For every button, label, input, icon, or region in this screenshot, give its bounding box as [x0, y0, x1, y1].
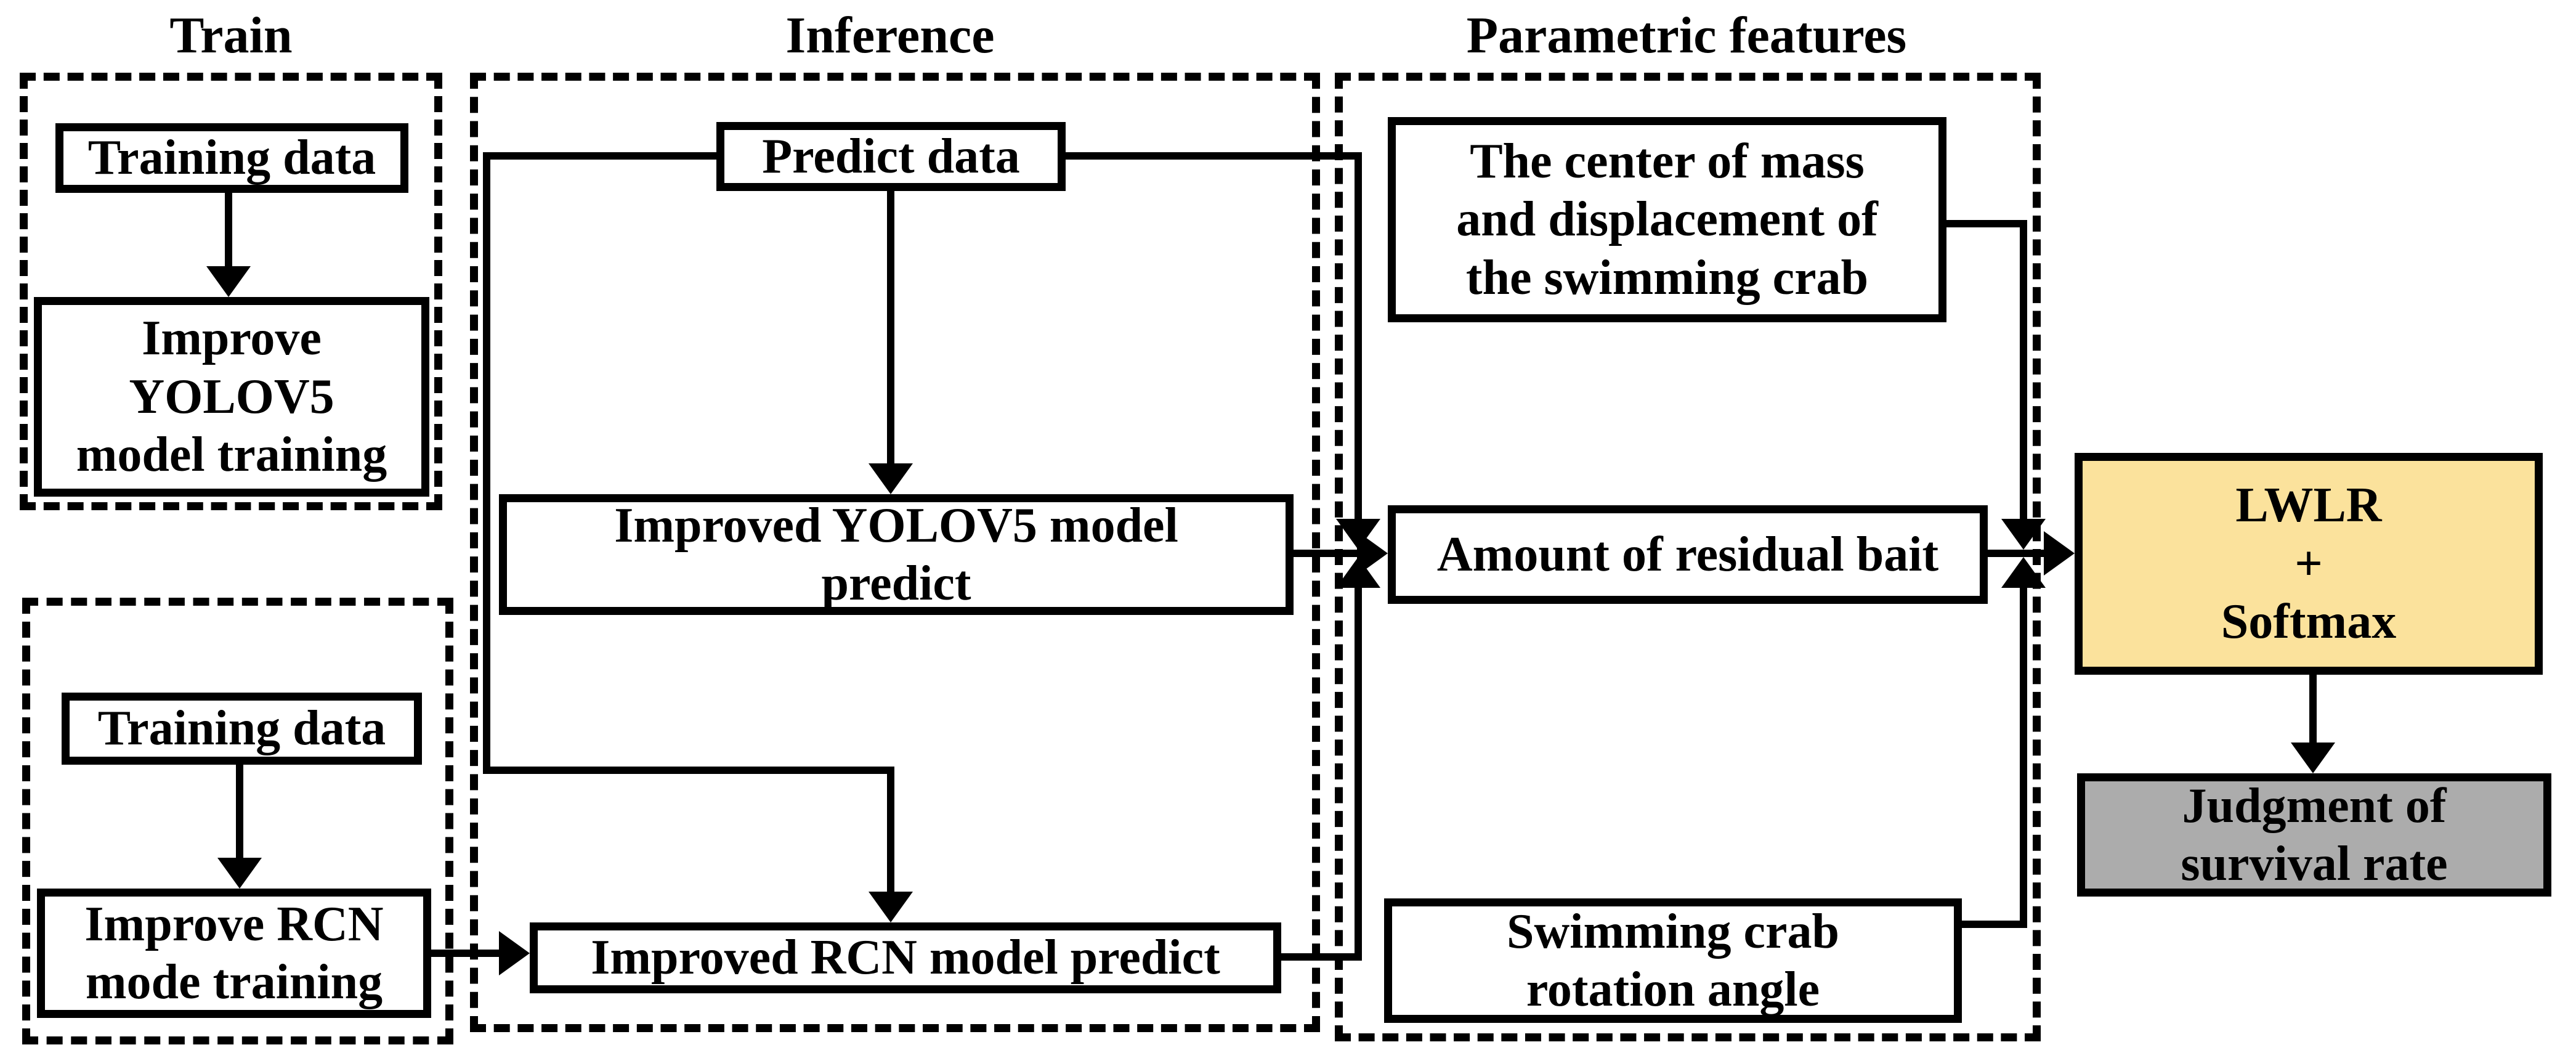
improved-yolov5-predict-line1: Improved YOLOV5 model	[614, 498, 1178, 553]
predict-to-rcn-path-across	[483, 767, 894, 774]
center-mass-to-junction-right	[1946, 220, 2027, 227]
lwlr-line2: +	[2295, 536, 2323, 591]
judgment-line2: survival rate	[2181, 837, 2448, 891]
arrow-predict-to-yolov5-head-icon	[869, 463, 913, 494]
arrow-rcn-training-to-rcn-predict-line	[431, 950, 500, 957]
arrow-lwlr-to-judgment-head-icon	[2291, 743, 2335, 773]
bait-to-lwlr-line	[1988, 550, 2045, 557]
improve-rcn-training-box: Improve RCN mode training	[37, 889, 431, 1018]
center-of-mass-box: The center of mass and displacement of t…	[1388, 117, 1946, 322]
lwlr-line3: Softmax	[2221, 595, 2397, 649]
parametric-features-section-title: Parametric features	[1466, 7, 1907, 64]
center-of-mass-line2: and displacement of	[1456, 192, 1878, 247]
predict-data-box: Predict data	[716, 122, 1066, 191]
center-of-mass-line3: the swimming crab	[1465, 250, 1869, 305]
arrow-training2-to-rcn-head-icon	[217, 858, 262, 889]
improved-yolov5-predict-line2: predict	[821, 556, 971, 611]
arrow-lwlr-to-judgment-line	[2309, 675, 2317, 744]
arrow-rcn-training-to-rcn-predict-head-icon	[499, 931, 530, 975]
predict-to-rcn-path-down2	[887, 767, 894, 893]
rcn-predict-to-junction-right	[1281, 953, 1362, 961]
rotation-angle-box: Swimming crab rotation angle	[1384, 898, 1962, 1023]
predict-to-rcn-path-down1	[483, 152, 490, 774]
improve-yolov5-training-line1: Improve	[142, 311, 322, 366]
training-data-2-box: Training data	[62, 693, 422, 765]
arrow-center-mass-to-junction-head-icon	[2001, 519, 2046, 550]
arrow-training1-to-yolov5-line	[225, 193, 232, 267]
improve-yolov5-training-box: Improve YOLOV5 model training	[34, 297, 429, 497]
training-data-1-box: Training data	[55, 123, 408, 193]
arrow-into-bait-head-icon	[1357, 531, 1388, 576]
inference-section-title: Inference	[785, 7, 995, 64]
arrow-predict-to-rcn-head-icon	[869, 892, 913, 922]
train-dashed-box-2	[22, 598, 453, 1044]
judgment-line1: Judgment of	[2182, 778, 2447, 833]
arrow-rotation-to-junction-head-icon	[2001, 557, 2046, 588]
rotation-to-junction-right	[1962, 921, 2027, 928]
train-section-title: Train	[169, 7, 293, 64]
improve-rcn-training-line1: Improve RCN	[84, 897, 384, 951]
residual-bait-box: Amount of residual bait	[1388, 505, 1988, 604]
predict-to-junction-down	[1355, 152, 1362, 520]
lwlr-line1: LWLR	[2235, 478, 2382, 533]
rotation-angle-line1: Swimming crab	[1507, 904, 1839, 959]
improved-yolov5-predict-box: Improved YOLOV5 model predict	[499, 494, 1294, 615]
rotation-to-junction-up	[2020, 587, 2027, 928]
arrow-training2-to-rcn-line	[236, 765, 243, 859]
yolov5-predict-to-bait-line	[1294, 550, 1361, 557]
lwlr-softmax-box: LWLR + Softmax	[2075, 453, 2543, 675]
center-of-mass-line1: The center of mass	[1470, 134, 1865, 189]
arrow-training1-to-yolov5-head-icon	[206, 266, 251, 297]
training-data-2-label: Training data	[97, 701, 386, 756]
rcn-predict-to-junction-up	[1355, 587, 1362, 961]
center-mass-to-junction-down	[2020, 220, 2027, 520]
residual-bait-label: Amount of residual bait	[1436, 527, 1939, 582]
improve-yolov5-training-line3: model training	[76, 428, 387, 482]
train-dashed-box-1	[20, 73, 442, 510]
rotation-angle-line2: rotation angle	[1526, 962, 1820, 1017]
improve-yolov5-training-line2: YOLOV5	[129, 369, 334, 424]
predict-to-junction-right	[1066, 152, 1362, 160]
arrow-into-lwlr-head-icon	[2044, 531, 2075, 576]
improved-rcn-predict-box: Improved RCN model predict	[530, 922, 1281, 993]
judgment-box: Judgment of survival rate	[2077, 773, 2551, 897]
inference-dashed-box	[470, 73, 1320, 1032]
arrow-predict-to-yolov5-line	[887, 191, 894, 465]
predict-to-rcn-path-left	[483, 152, 716, 160]
improve-rcn-training-line2: mode training	[85, 955, 383, 1009]
training-data-1-label: Training data	[87, 131, 376, 185]
improved-rcn-predict-label: Improved RCN model predict	[591, 930, 1220, 985]
predict-data-label: Predict data	[762, 129, 1020, 184]
